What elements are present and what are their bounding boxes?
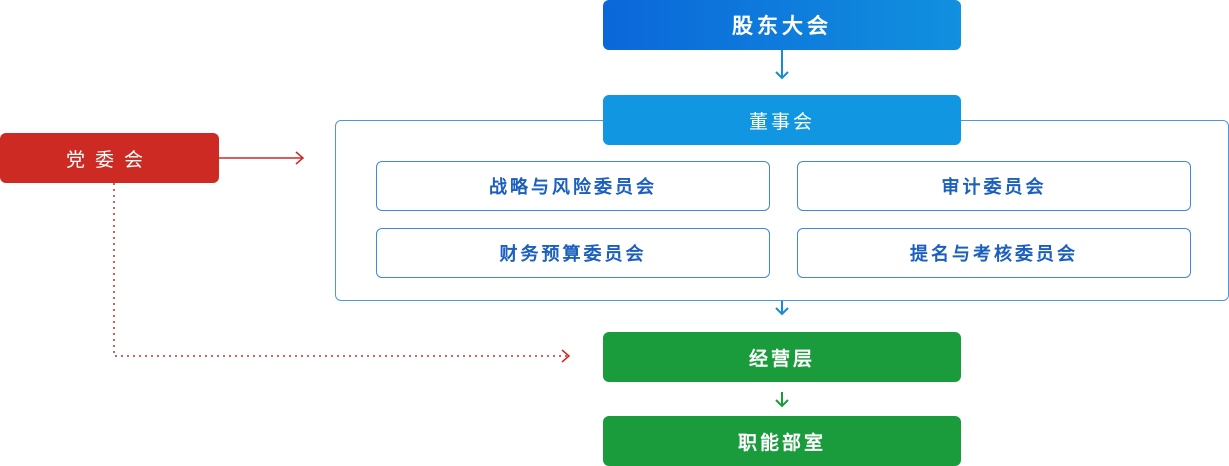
node-management[interactable]: 经营层 bbox=[603, 332, 961, 382]
node-budget-committee[interactable]: 财务预算委员会 bbox=[376, 228, 770, 278]
node-functional-departments[interactable]: 职能部室 bbox=[603, 416, 961, 466]
arrow-board-to-management bbox=[775, 301, 789, 316]
node-shareholders-meeting[interactable]: 股东大会 bbox=[603, 0, 961, 50]
node-nomination-committee[interactable]: 提名与考核委员会 bbox=[797, 228, 1191, 278]
arrow-party-to-board bbox=[219, 151, 305, 165]
node-audit-committee[interactable]: 审计委员会 bbox=[797, 161, 1191, 211]
arrow-party-to-management bbox=[113, 183, 571, 363]
arrow-management-to-departments bbox=[775, 392, 789, 408]
node-party-committee[interactable]: 党委会 bbox=[0, 133, 219, 183]
node-strategy-risk-committee[interactable]: 战略与风险委员会 bbox=[376, 161, 770, 211]
arrow-shareholders-to-board bbox=[775, 50, 789, 80]
node-board-of-directors[interactable]: 董事会 bbox=[603, 95, 961, 145]
